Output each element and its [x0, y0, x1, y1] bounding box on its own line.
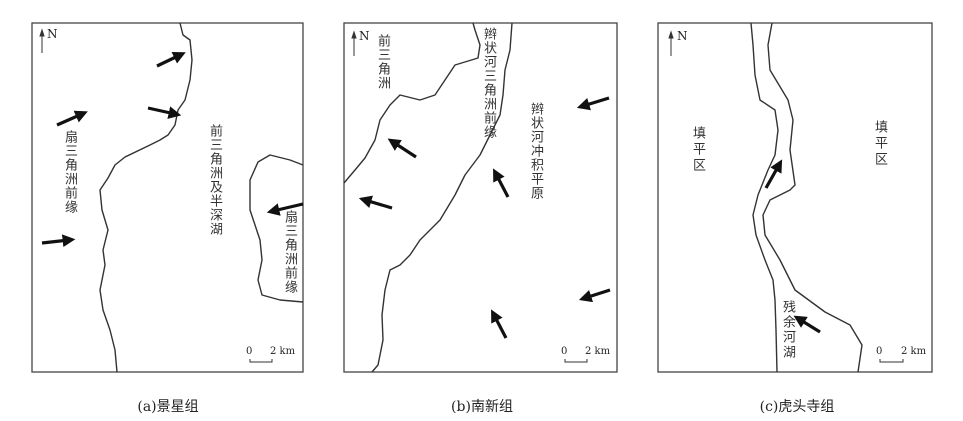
- north-arrow-icon: [351, 30, 357, 56]
- facies-label: 扇三角洲前缘: [62, 130, 77, 214]
- channel-boundary: [762, 22, 863, 373]
- panel-b-frame: [343, 22, 618, 373]
- facies-label: 残余河湖: [780, 300, 795, 360]
- facies-boundary: [371, 22, 513, 373]
- scale-zero: 0: [246, 346, 253, 357]
- facies-label: 扇三角洲前缘: [282, 210, 297, 294]
- caption-c: (c)虎头寺组: [759, 399, 835, 415]
- north-arrow-icon: [39, 28, 45, 53]
- facies-label: 辫状河三角洲前缘: [481, 27, 496, 139]
- facies-label: 填平区: [872, 120, 887, 168]
- flow-arrow: [56, 110, 88, 127]
- scale-max: 2 km: [585, 346, 611, 357]
- flow-arrow: [576, 96, 610, 111]
- scale-zero: 0: [561, 346, 568, 357]
- facies-boundary: [99, 22, 193, 373]
- flow-arrow: [358, 195, 393, 210]
- scale-max: 2 km: [270, 346, 296, 357]
- channel-boundary: [750, 22, 779, 373]
- flow-arrow: [41, 234, 76, 248]
- panel-a-frame: [31, 22, 304, 373]
- caption-b: (b)南新组: [451, 399, 513, 415]
- facies-label: 辫状河冲积平原: [528, 102, 543, 200]
- facies-label: 填平区: [690, 126, 705, 174]
- flow-arrow: [493, 168, 510, 198]
- facies-boundary: [249, 154, 304, 303]
- scale-zero: 0: [876, 346, 883, 357]
- north-label: N: [47, 27, 58, 41]
- scale-bar: [879, 359, 904, 363]
- flow-arrow: [266, 202, 304, 216]
- scale-bar: [249, 359, 273, 363]
- flow-arrow: [491, 309, 508, 339]
- north-label: N: [677, 29, 688, 43]
- flow-arrow: [793, 315, 821, 334]
- facies-label: 前三角洲: [375, 34, 390, 90]
- flow-arrow: [578, 288, 611, 303]
- flow-arrow: [764, 159, 783, 189]
- facies-boundary: [343, 22, 481, 184]
- flow-arrow: [156, 51, 186, 68]
- north-label: N: [359, 29, 370, 43]
- panel-c-frame: [657, 22, 933, 373]
- flow-arrow: [387, 138, 417, 159]
- caption-a: (a)景星组: [137, 399, 199, 415]
- north-arrow-icon: [668, 30, 674, 56]
- facies-label: 前三角洲及半深湖: [207, 124, 222, 236]
- scale-max: 2 km: [901, 346, 927, 357]
- flow-arrow: [147, 106, 182, 119]
- scale-bar: [564, 359, 588, 363]
